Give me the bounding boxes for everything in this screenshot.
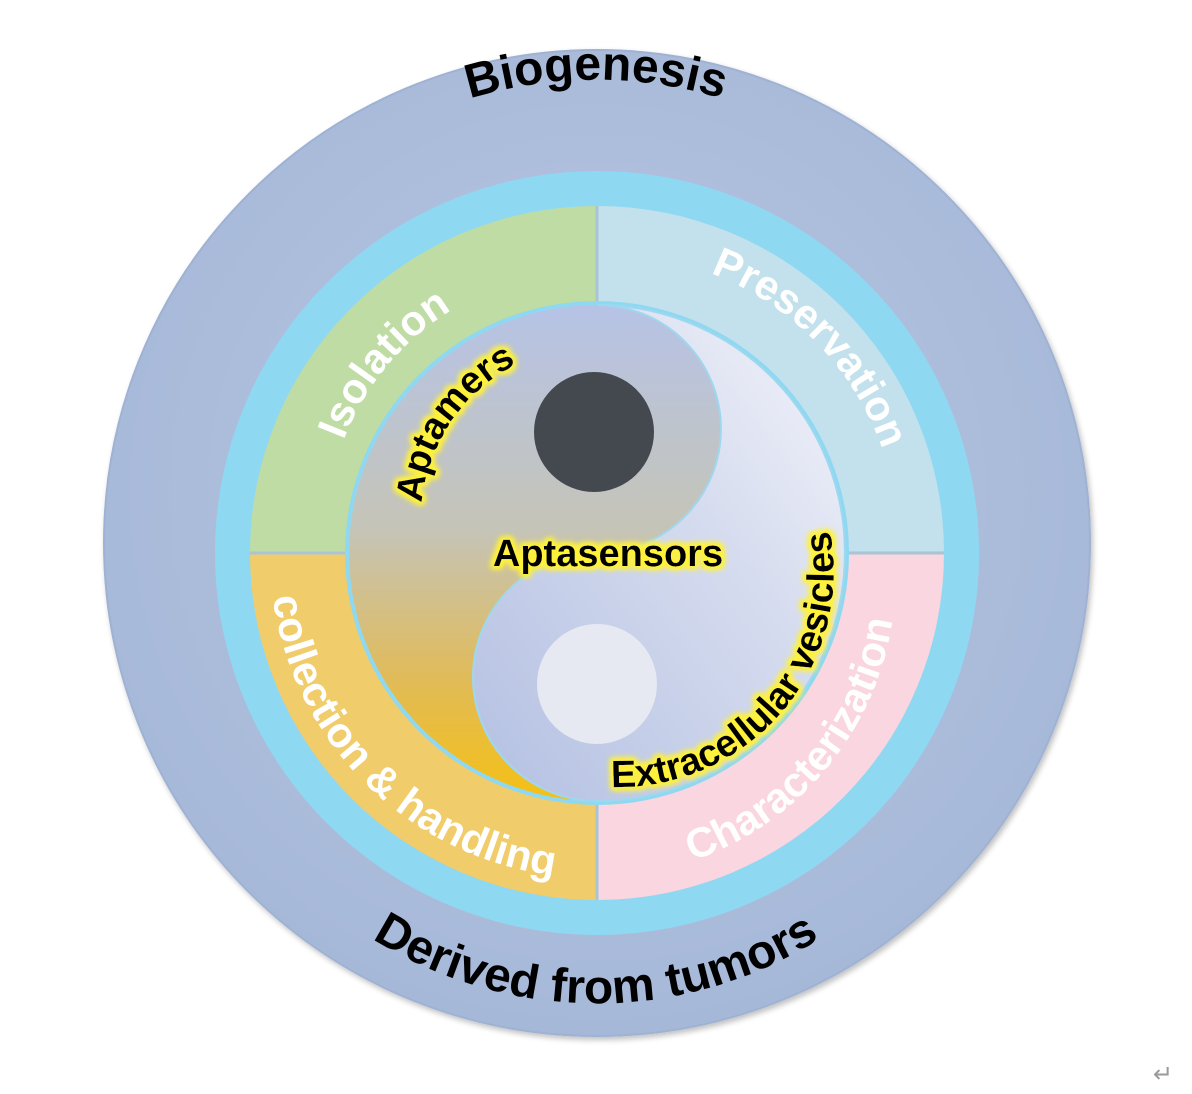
dark-dot [534, 372, 654, 492]
end-of-paragraph-mark: ↵ [1153, 1060, 1174, 1088]
aptasensors-label: Aptasensors [493, 533, 723, 575]
light-dot [537, 624, 657, 744]
yin-yang-core [345, 301, 849, 805]
